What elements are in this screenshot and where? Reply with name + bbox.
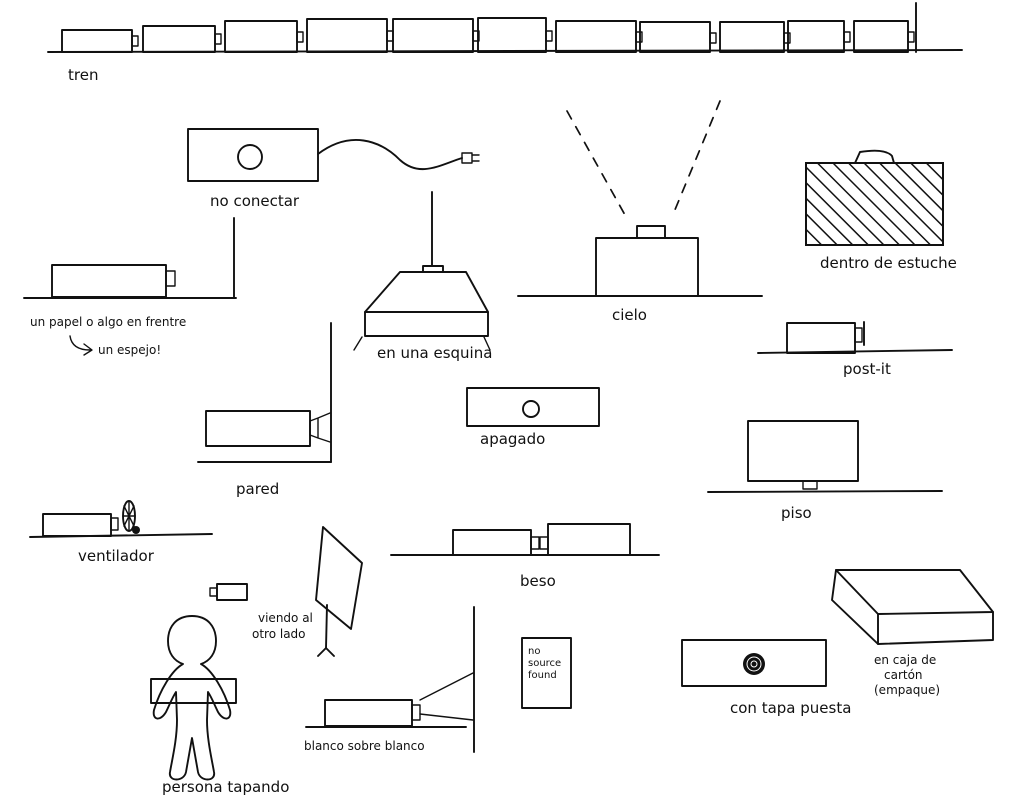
label-no-source-line1: no [528,646,540,657]
label-papel-line1: un papel o algo en frentre [30,315,186,329]
label-no-source-line2: source [528,658,561,669]
sketch-blanco-sobre-blanco: blanco sobre blanco [304,607,474,753]
label-caja-line2: cartón [884,668,923,682]
sketch-persona-tapando: persona tapando [151,616,289,796]
sketch-cielo: cielo [518,101,762,324]
label-persona-tapando: persona tapando [162,778,289,796]
sketch-dentro-de-estuche: dentro de estuche [806,151,957,272]
label-viendo-line2: otro lado [252,627,306,641]
label-con-tapa-puesta: con tapa puesta [730,699,851,717]
sketch-no-source-found: no source found [522,638,571,708]
label-pared: pared [236,480,279,498]
label-post-it: post-it [843,360,891,378]
sketch-tren: tren [48,3,962,84]
sketch-post-it: post-it [758,322,952,378]
label-en-una-esquina: en una esquina [377,344,492,362]
label-no-conectar: no conectar [210,192,300,210]
label-no-source-line3: found [528,670,557,681]
sketch-piso: piso [708,421,942,522]
label-viendo-line1: viendo al [258,611,313,625]
sketch-papel-espejo: un papel o algo en frentre un espejo! [24,218,236,357]
train-cars [62,18,914,52]
sketch-pared: pared [198,323,331,498]
sketch-ventilador: ventilador [30,501,212,565]
sketch-viendo-al-otro-lado: viendo al otro lado [210,527,362,656]
label-apagado: apagado [480,430,545,448]
label-cielo: cielo [612,306,647,324]
label-piso: piso [781,504,812,522]
sketch-con-tapa-puesta: con tapa puesta [682,640,851,717]
sketch-apagado: apagado [467,388,599,448]
label-blanco-sobre-blanco: blanco sobre blanco [304,739,425,753]
sketch-en-una-esquina: en una esquina [354,192,492,362]
sketch-beso: beso [391,524,659,590]
label-caja-line1: en caja de [874,653,936,667]
label-beso: beso [520,572,556,590]
label-caja-line3: (empaque) [874,683,940,697]
label-papel-line2: un espejo! [98,343,161,357]
label-tren: tren [68,66,98,84]
label-dentro-de-estuche: dentro de estuche [820,254,957,272]
sketch-en-caja-de-carton: en caja de cartón (empaque) [832,570,993,697]
label-ventilador: ventilador [78,547,155,565]
sketch-no-conectar: no conectar [188,129,479,210]
